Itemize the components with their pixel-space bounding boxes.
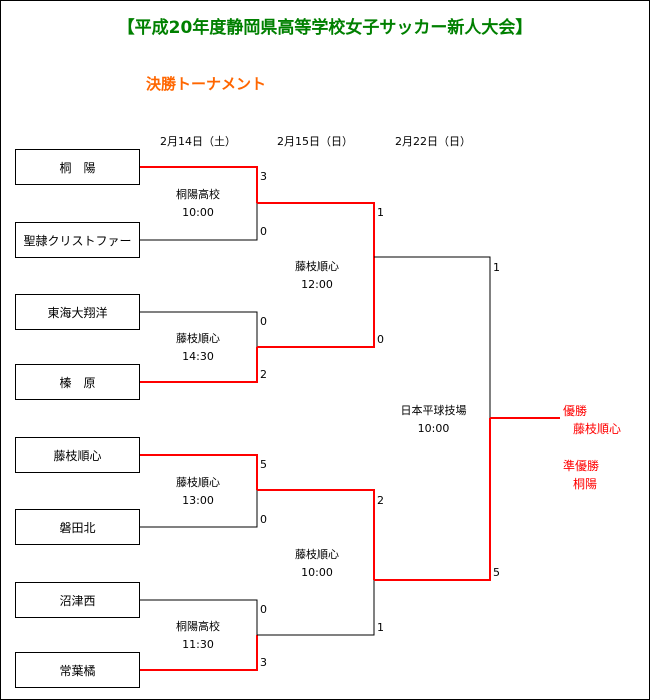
team-box-4[interactable]: 榛 原 [15, 364, 140, 400]
bracket-match-r2-1 [257, 202, 375, 348]
team-box-6[interactable]: 磐田北 [15, 509, 140, 545]
match-venue-r2-1: 藤枝順心 12:00 [272, 258, 362, 294]
team-box-3[interactable]: 東海大翔洋 [15, 294, 140, 330]
score-r2-1-top: 1 [377, 206, 384, 219]
runnerup-label: 準優勝 [563, 459, 600, 473]
runnerup-name: 桐陽 [573, 477, 598, 491]
score-r1-3-top: 5 [260, 458, 267, 471]
loser-path [374, 256, 491, 418]
match-venue-r2-2: 藤枝順心 10:00 [272, 546, 362, 582]
team-box-8[interactable]: 常葉橘 [15, 652, 140, 688]
match-time: 13:00 [182, 494, 214, 507]
champion-name: 藤枝順心 [573, 422, 622, 436]
score-r1-1-bottom: 0 [260, 225, 267, 238]
champion-label: 優勝 [563, 404, 588, 418]
team-box-5[interactable]: 藤枝順心 [15, 437, 140, 473]
venue-name: 藤枝順心 [295, 260, 339, 273]
match-time: 10:00 [417, 422, 450, 435]
date-final: 2月22日（日） [395, 135, 471, 148]
match-time: 12:00 [301, 278, 333, 291]
date-round1: 2月14日（土） [160, 135, 236, 148]
match-time: 10:00 [301, 566, 333, 579]
winner-path [257, 257, 375, 348]
loser-path [140, 311, 258, 347]
venue-name: 桐陽高校 [176, 620, 220, 633]
score-r1-3-bottom: 0 [260, 513, 267, 526]
page-subtitle: 決勝トーナメント [146, 75, 267, 93]
loser-path [257, 580, 375, 636]
match-time: 10:00 [182, 206, 214, 219]
match-venue-r1-1: 桐陽高校 10:00 [153, 186, 243, 222]
bracket-match-r2-2 [257, 489, 375, 636]
match-time: 11:30 [182, 638, 214, 651]
date-round2: 2月15日（日） [277, 135, 353, 148]
match-venue-final: 日本平球技場 10:00 [386, 402, 481, 438]
bracket-final [374, 256, 560, 581]
score-final-top: 1 [493, 261, 500, 274]
team-box-2[interactable]: 聖隷クリストファー [15, 222, 140, 258]
winner-path [140, 454, 258, 490]
match-time: 14:30 [182, 350, 214, 363]
team-box-7[interactable]: 沼津西 [15, 582, 140, 618]
venue-name: 日本平球技場 [400, 404, 467, 417]
loser-path [140, 490, 258, 528]
loser-path [140, 203, 258, 241]
score-r1-2-bottom: 2 [260, 368, 267, 381]
score-r1-2-top: 0 [260, 315, 267, 328]
venue-name: 藤枝順心 [176, 476, 220, 489]
bracket-match-r1-4 [140, 599, 258, 671]
score-r1-1-top: 3 [260, 170, 267, 183]
winner-path [257, 489, 375, 580]
score-r1-4-top: 0 [260, 603, 267, 616]
venue-name: 藤枝順心 [176, 332, 220, 345]
match-venue-r1-2: 藤枝順心 14:30 [153, 330, 243, 366]
winner-path [374, 418, 491, 581]
score-r2-2-bottom: 1 [377, 621, 384, 634]
team-box-1[interactable]: 桐 陽 [15, 149, 140, 185]
loser-path [140, 599, 258, 635]
page-title: 【平成20年度静岡県高等学校女子サッカー新人大会】 [117, 18, 533, 38]
winner-path [140, 347, 258, 383]
match-venue-r1-4: 桐陽高校 11:30 [153, 618, 243, 654]
winner-path [140, 635, 258, 671]
bracket-match-r1-1 [140, 166, 258, 241]
score-r2-1-bottom: 0 [377, 333, 384, 346]
bracket-match-r1-2 [140, 311, 258, 383]
winner-path [140, 166, 258, 203]
winner-path [257, 202, 375, 257]
venue-name: 桐陽高校 [176, 188, 220, 201]
score-r1-4-bottom: 3 [260, 656, 267, 669]
score-r2-2-top: 2 [377, 494, 384, 507]
venue-name: 藤枝順心 [295, 548, 339, 561]
match-venue-r1-3: 藤枝順心 13:00 [153, 474, 243, 510]
bracket-match-r1-3 [140, 454, 258, 528]
score-final-bottom: 5 [493, 566, 500, 579]
